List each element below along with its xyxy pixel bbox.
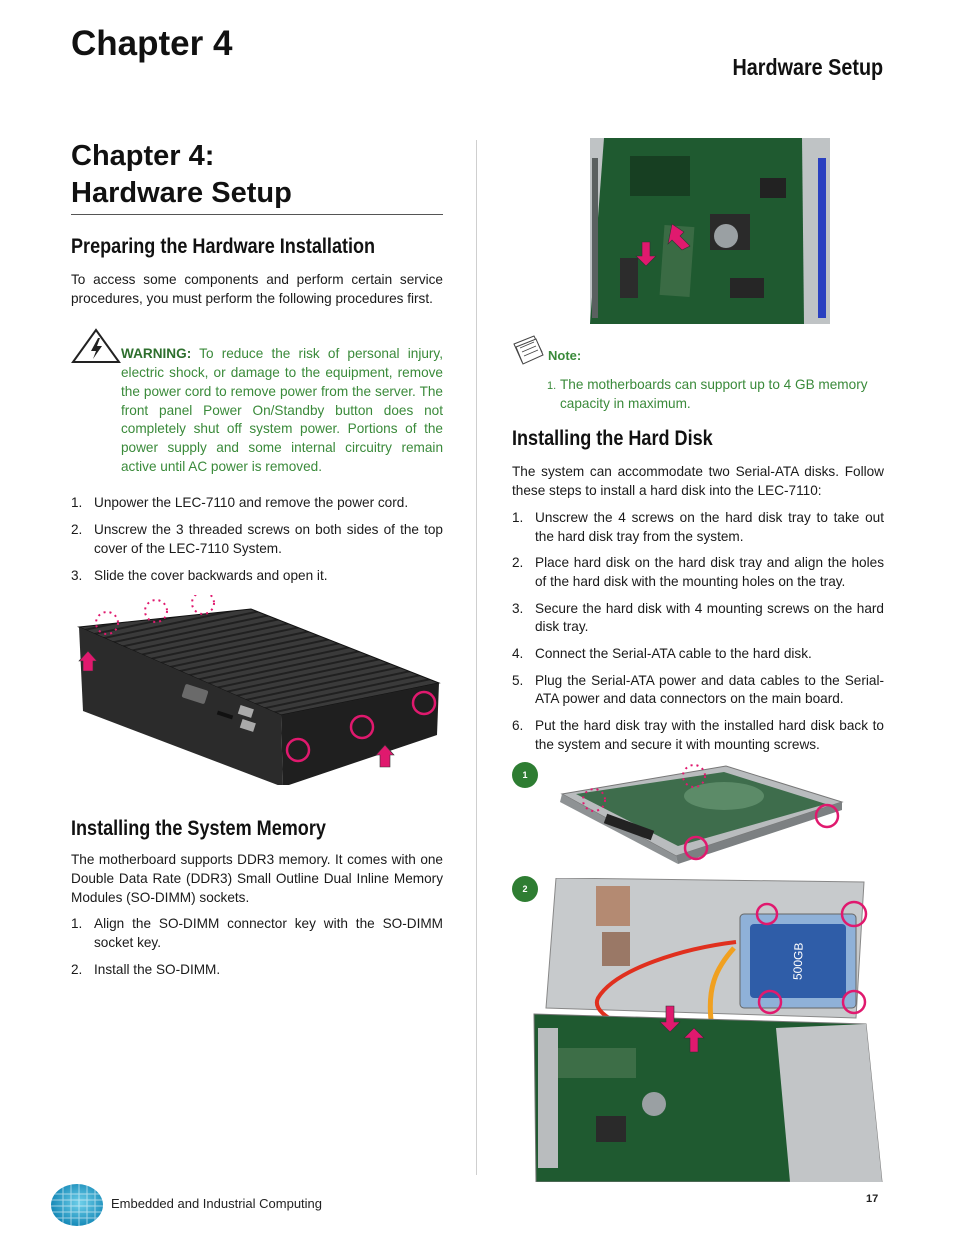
memory-heading: Installing the System Memory (71, 817, 326, 841)
step-text: Unscrew the 3 threaded screws on both si… (94, 522, 443, 556)
step-number: 2. (512, 555, 524, 571)
list-item: 4. Connect the Serial-ATA cable to the ha… (512, 645, 884, 664)
list-item: 2. Install the SO-DIMM. (71, 961, 443, 980)
memory-steps: 1. Align the SO-DIMM connector key with t… (71, 915, 443, 979)
warning-icon (71, 328, 121, 364)
step-text: Secure the hard disk with 4 mounting scr… (535, 600, 884, 635)
chassis-photo (71, 595, 443, 786)
step-number: 2. (71, 522, 83, 538)
step-text: Align the SO-DIMM connector key with the… (94, 916, 443, 951)
warning-box: WARNING: To reduce the risk of personal … (71, 328, 443, 478)
step-number: 5. (512, 672, 524, 688)
step-number: 1. (71, 495, 83, 511)
prep-heading: Preparing the Hardware Installation (71, 235, 376, 258)
section-header: Hardware Setup (732, 54, 883, 80)
list-item: 5. Plug the Serial-ATA power and data cab… (512, 672, 884, 709)
warning-body: To reduce the risk of personal injury, e… (121, 346, 443, 474)
warning-lead: WARNING: (121, 346, 192, 362)
hdd-tray-photo (556, 760, 846, 866)
system-open-photo: 500GB (526, 878, 884, 1182)
step-badge-1: 1 (512, 762, 538, 788)
list-item: 2. Place hard disk on the hard disk tray … (512, 554, 884, 591)
list-item: 1. Align the SO-DIMM connector key with t… (71, 915, 443, 952)
list-item: 1. Unscrew the 4 screws on the hard disk … (512, 509, 884, 546)
motherboard-illustration (590, 138, 830, 324)
step-text: Install the SO-DIMM. (94, 961, 221, 977)
step-text: Put the hard disk tray with the installe… (535, 718, 884, 752)
step-number: 2. (71, 961, 83, 977)
step-text: Place hard disk on the hard disk tray an… (535, 555, 884, 589)
note-label: Note: (548, 348, 582, 363)
right-column: Note: 1. The motherboards can support up… (512, 138, 884, 763)
hdd-tray-illustration (560, 764, 844, 864)
step-number: 1. (512, 509, 524, 525)
note-number: 1. (547, 380, 557, 392)
list-item: 3. Slide the cover backwards and open it. (71, 567, 443, 586)
prep-steps: 1. Unpower the LEC-7110 and remove the po… (71, 494, 443, 585)
hdd-heading: Installing the Hard Disk (512, 427, 713, 451)
step-number: 3. (512, 600, 524, 616)
step-number: 3. (71, 567, 83, 583)
chapter-title-line2: Hardware Setup (71, 177, 292, 209)
hdd-capacity-label: 500GB (790, 942, 805, 980)
note-item: 1. The motherboards can support up to 4 … (512, 376, 884, 413)
left-column: Chapter 4: Hardware Setup Preparing the … (71, 138, 443, 987)
list-item: 3. Secure the hard disk with 4 mounting s… (512, 600, 884, 637)
note-text: The motherboards can support up to 4 GB … (560, 377, 868, 411)
hdd-steps: 1. Unscrew the 4 screws on the hard disk … (512, 509, 884, 755)
company-logo-icon (51, 1184, 103, 1226)
list-item: 1. Unpower the LEC-7110 and remove the po… (71, 494, 443, 513)
chassis-illustration (77, 595, 441, 786)
chapter-title: Chapter 4: Hardware Setup (71, 138, 443, 215)
list-item: 6. Put the hard disk tray with the instal… (512, 717, 884, 754)
chapter-title-line1: Chapter 4: (71, 140, 215, 172)
step-number: 1. (71, 916, 83, 932)
system-open-illustration: 500GB (533, 878, 883, 1182)
column-divider (476, 140, 477, 1175)
step-text: Plug the Serial-ATA power and data cable… (535, 672, 884, 707)
memory-intro: The motherboard supports DDR3 memory. It… (71, 852, 443, 905)
note-icon (513, 335, 544, 365)
page-number: 17 (866, 1193, 879, 1205)
motherboard-photo (590, 138, 830, 324)
hdd-intro: The system can accommodate two Serial-AT… (512, 464, 884, 499)
step-number: 6. (512, 718, 524, 734)
list-item: 2. Unscrew the 3 threaded screws on both … (71, 521, 443, 558)
chapter-header: Chapter 4 (71, 24, 233, 63)
step-text: Slide the cover backwards and open it. (94, 567, 328, 583)
prep-intro: To access some components and perform ce… (71, 272, 443, 306)
note-row: Note: (512, 334, 884, 365)
step-text: Unscrew the 4 screws on the hard disk tr… (535, 509, 884, 544)
step-text: Unpower the LEC-7110 and remove the powe… (94, 495, 409, 511)
step-text: Connect the Serial-ATA cable to the hard… (535, 646, 812, 662)
step-number: 4. (512, 646, 524, 662)
warning-text: WARNING: To reduce the risk of personal … (121, 345, 443, 476)
step-badge-2: 2 (512, 876, 538, 902)
footer-company: Embedded and Industrial Computing (111, 1196, 323, 1211)
